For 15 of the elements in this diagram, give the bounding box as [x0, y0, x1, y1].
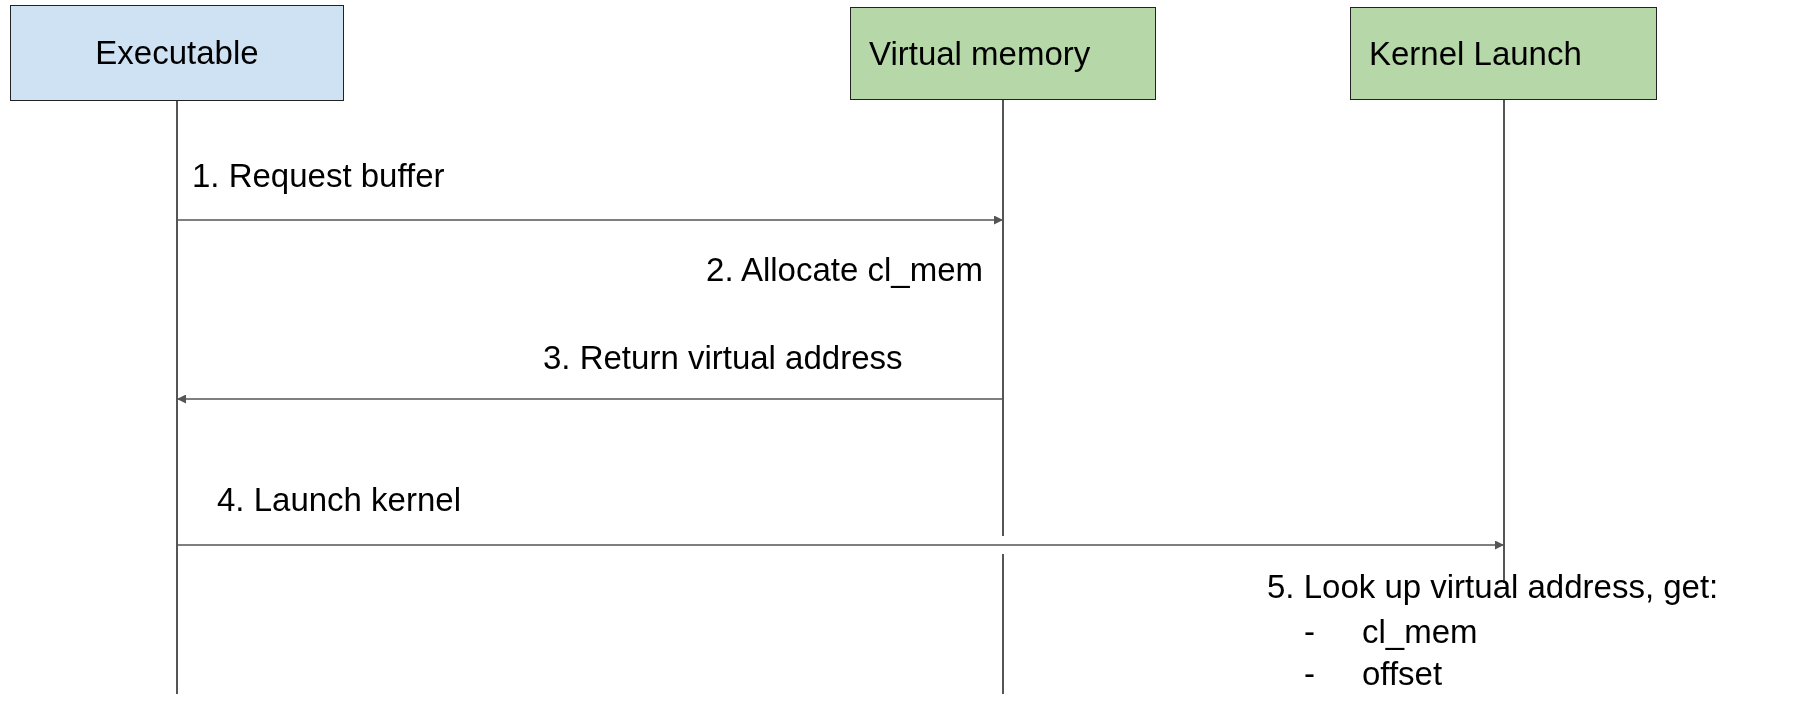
message-label: 4. Launch kernel: [217, 483, 461, 516]
participant-name: Virtual memory: [869, 34, 1091, 73]
step-label: 2. Allocate cl_mem: [706, 253, 983, 286]
message-arrow: [176, 540, 1505, 550]
list-bullet: -: [1304, 657, 1315, 690]
list-item: cl_mem: [1362, 615, 1478, 648]
participant-name: Executable: [95, 34, 259, 72]
step-label: 5. Look up virtual address, get:: [1267, 570, 1719, 603]
message-arrow: [176, 215, 1004, 225]
list-bullet: -: [1304, 615, 1315, 648]
message-arrow: [176, 394, 1004, 404]
message-label: 3. Return virtual address: [543, 341, 903, 374]
list-item: offset: [1362, 657, 1443, 690]
message-label: 1. Request buffer: [192, 159, 445, 192]
participant-name: Kernel Launch: [1369, 34, 1582, 73]
